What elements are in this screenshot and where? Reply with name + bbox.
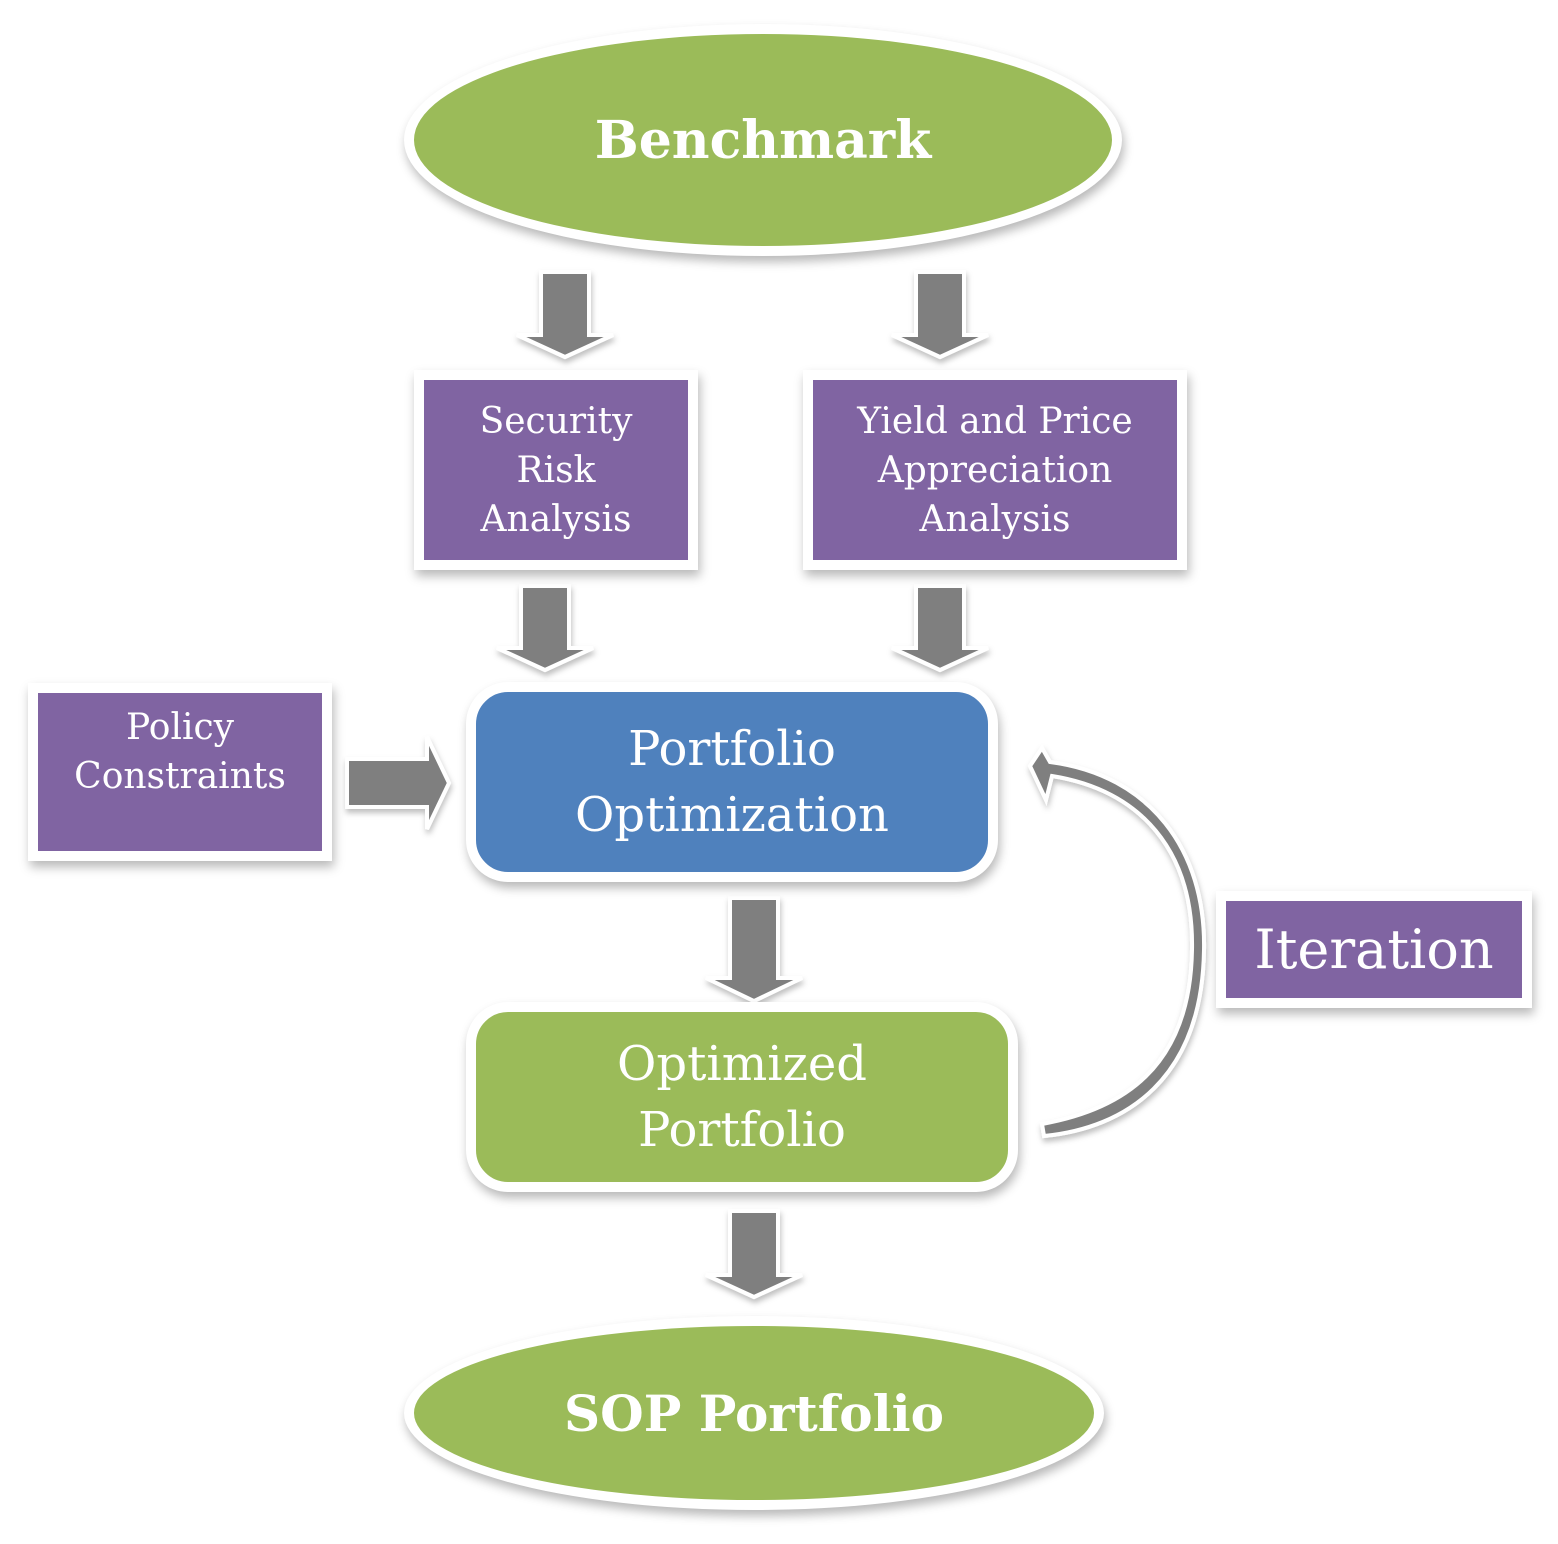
arrow-iteration-feedback — [1027, 744, 1207, 1139]
iteration-node: Iteration — [1216, 891, 1532, 1008]
sop-portfolio-label: SOP Portfolio — [564, 1383, 944, 1443]
benchmark-label: Benchmark — [594, 109, 932, 171]
policy-line-2: Constraints — [74, 756, 286, 797]
arrow-security-to-optimization — [496, 584, 594, 673]
yield-price-line-3: Analysis — [919, 498, 1071, 540]
benchmark-node: Benchmark — [404, 24, 1122, 256]
security-risk-line-3: Analysis — [480, 498, 632, 540]
arrow-optimized-to-sop — [705, 1209, 803, 1300]
arrow-optimization-to-optimized — [705, 896, 803, 1004]
optimized-portfolio-line-2: Portfolio — [638, 1102, 846, 1158]
optimized-portfolio-line-1: Optimized — [616, 1036, 867, 1092]
security-risk-line-2: Risk — [516, 449, 596, 491]
arrow-benchmark-to-yield — [891, 270, 989, 360]
security-risk-line-1: Security — [479, 400, 633, 442]
yield-price-line-1: Yield and Price — [857, 400, 1133, 442]
portfolio-optimization-line-1: Portfolio — [628, 721, 836, 777]
iteration-label: Iteration — [1254, 918, 1494, 981]
arrow-benchmark-to-security — [516, 270, 614, 360]
yield-price-line-2: Appreciation — [877, 449, 1113, 491]
policy-line-1: Policy — [126, 707, 234, 748]
yield-price-analysis-node: Yield and Price Appreciation Analysis — [803, 370, 1187, 570]
security-risk-analysis-node: Security Risk Analysis — [414, 370, 698, 570]
sop-portfolio-node: SOP Portfolio — [404, 1316, 1104, 1510]
portfolio-optimization-line-2: Optimization — [575, 787, 889, 843]
portfolio-optimization-node: Portfolio Optimization — [466, 682, 998, 882]
policy-constraints-node: Policy Constraints — [28, 683, 332, 861]
arrow-policy-to-optimization — [345, 736, 452, 830]
arrow-yield-to-optimization — [891, 584, 989, 673]
optimized-portfolio-node: Optimized Portfolio — [466, 1002, 1018, 1192]
